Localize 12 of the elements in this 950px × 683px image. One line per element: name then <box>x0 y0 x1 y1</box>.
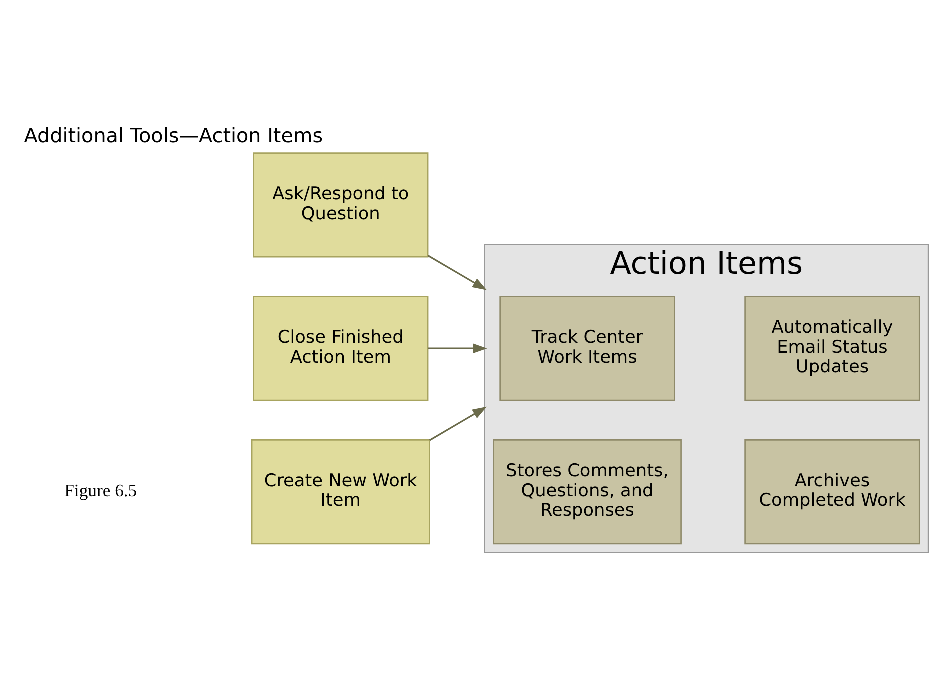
node-box: Stores Comments, Questions, and Responses <box>492 439 682 544</box>
label: Figure 6.5 <box>64 480 137 500</box>
node-box: Create New Work Item <box>250 439 430 544</box>
node-box: Automatically Email Status Updates <box>744 296 920 401</box>
arrow <box>428 406 487 441</box>
node-box: Close Finished Action Item <box>252 296 428 401</box>
node-box: Archives Completed Work <box>744 439 920 544</box>
arrow <box>427 254 487 290</box>
node-box: Track Center Work Items <box>499 296 675 401</box>
node-box: Ask/Respond to Question <box>252 152 428 258</box>
diagram-title: Additional Tools—Action Items <box>24 124 323 148</box>
arrow <box>428 343 487 354</box>
